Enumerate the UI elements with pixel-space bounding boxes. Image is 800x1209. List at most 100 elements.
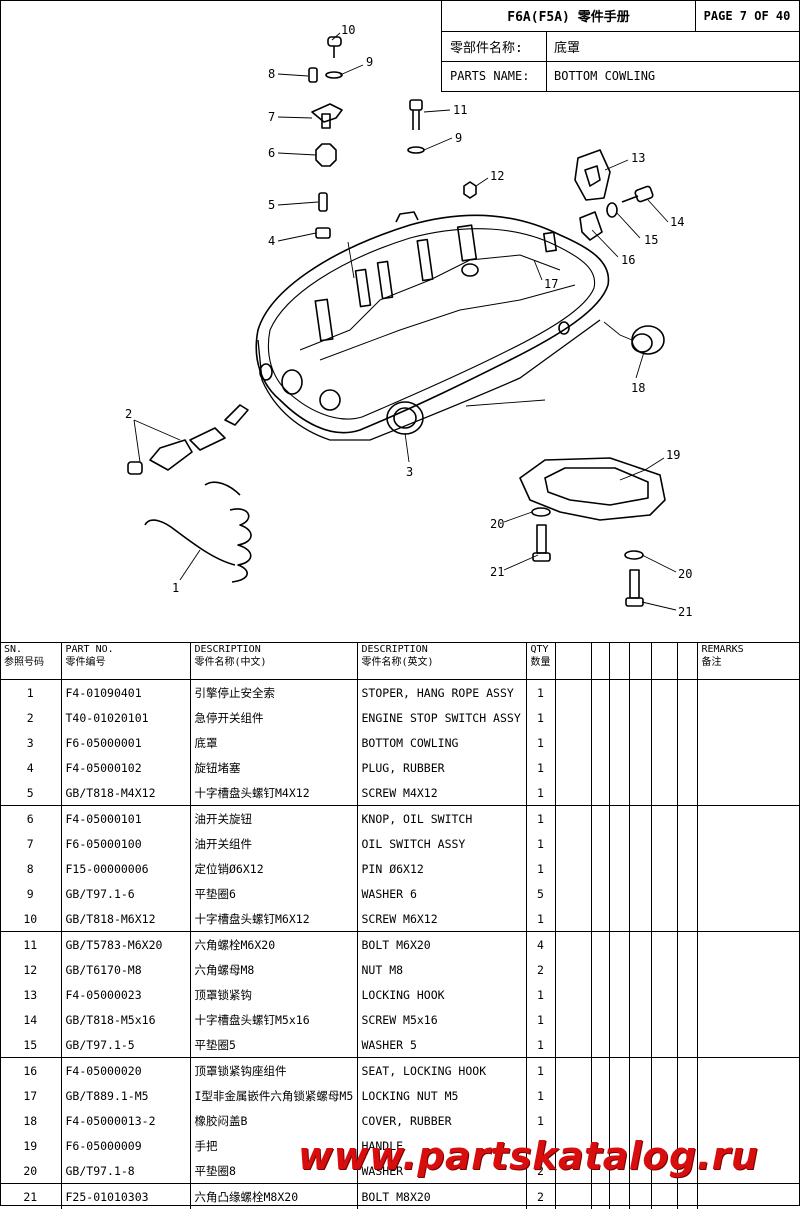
cell-blank bbox=[591, 1058, 609, 1084]
callout-14: 14 bbox=[670, 215, 684, 229]
cell-blank bbox=[629, 982, 651, 1007]
cell-blank bbox=[555, 780, 591, 806]
cell-qty: 1 bbox=[526, 1108, 555, 1133]
cell-part-no: GB/T889.1-M5 bbox=[61, 1083, 190, 1108]
callout-10: 10 bbox=[341, 23, 355, 37]
cell-blank bbox=[677, 957, 697, 982]
cell-blank bbox=[591, 1032, 609, 1058]
cell-blank bbox=[591, 680, 609, 706]
cell-desc-en: ENGINE STOP SWITCH ASSY bbox=[357, 705, 526, 730]
cell-desc-cn: 定位销Ø6X12 bbox=[190, 856, 357, 881]
cell-blank bbox=[555, 881, 591, 906]
cell-blank bbox=[591, 881, 609, 906]
cell-blank bbox=[609, 1108, 629, 1133]
cell-qty: 1 bbox=[526, 856, 555, 881]
cell-sn: 14 bbox=[0, 1007, 61, 1032]
cell-blank bbox=[555, 831, 591, 856]
cell-blank bbox=[609, 755, 629, 780]
cell-qty: 1 bbox=[526, 780, 555, 806]
cell-blank bbox=[609, 806, 629, 832]
cell-part-no: F4-01090401 bbox=[61, 680, 190, 706]
cell-blank bbox=[651, 730, 677, 755]
cell-blank bbox=[677, 982, 697, 1007]
cell-desc-cn: 六角凸缘螺栓M8X20 bbox=[190, 1184, 357, 1209]
cell-part-no: GB/T97.1-5 bbox=[61, 1032, 190, 1058]
cell-blank bbox=[591, 906, 609, 932]
cell-blank bbox=[629, 932, 651, 958]
cell-blank bbox=[651, 906, 677, 932]
cell-part-no: GB/T6170-M8 bbox=[61, 957, 190, 982]
cell-remarks bbox=[697, 755, 799, 780]
cell-blank bbox=[651, 932, 677, 958]
cell-blank bbox=[677, 1007, 697, 1032]
cell-blank bbox=[629, 755, 651, 780]
cell-desc-en: LOCKING NUT M5 bbox=[357, 1083, 526, 1108]
cell-blank bbox=[591, 780, 609, 806]
cell-desc-en: LOCKING HOOK bbox=[357, 982, 526, 1007]
cell-desc-cn: 六角螺母M8 bbox=[190, 957, 357, 982]
cell-qty: 1 bbox=[526, 906, 555, 932]
cell-qty: 5 bbox=[526, 881, 555, 906]
cell-blank bbox=[591, 705, 609, 730]
cell-blank bbox=[591, 1007, 609, 1032]
cell-desc-en: PLUG, RUBBER bbox=[357, 755, 526, 780]
cell-part-no: GB/T5783-M6X20 bbox=[61, 932, 190, 958]
cell-blank bbox=[677, 856, 697, 881]
cell-blank bbox=[609, 1007, 629, 1032]
cell-part-no: F4-05000020 bbox=[61, 1058, 190, 1084]
cell-desc-en: PIN Ø6X12 bbox=[357, 856, 526, 881]
cell-blank bbox=[629, 881, 651, 906]
cell-blank bbox=[651, 780, 677, 806]
cell-desc-cn: 平垫圈5 bbox=[190, 1032, 357, 1058]
cell-sn: 11 bbox=[0, 932, 61, 958]
cell-part-no: GB/T818-M6X12 bbox=[61, 906, 190, 932]
cell-blank bbox=[555, 1083, 591, 1108]
cell-blank bbox=[609, 1058, 629, 1084]
cell-blank bbox=[677, 680, 697, 706]
cell-qty: 1 bbox=[526, 680, 555, 706]
cell-remarks bbox=[697, 881, 799, 906]
callout-20: 20 bbox=[490, 517, 504, 531]
cell-blank bbox=[609, 680, 629, 706]
callout-9b: 9 bbox=[455, 131, 462, 145]
callout-18: 18 bbox=[631, 381, 645, 395]
cell-part-no: F6-05000001 bbox=[61, 730, 190, 755]
cell-blank bbox=[609, 831, 629, 856]
cell-blank bbox=[629, 1032, 651, 1058]
cell-blank bbox=[591, 982, 609, 1007]
cell-blank bbox=[677, 1184, 697, 1209]
cell-desc-cn: 平垫圈6 bbox=[190, 881, 357, 906]
cell-sn: 5 bbox=[0, 780, 61, 806]
cell-blank bbox=[651, 1184, 677, 1209]
cell-part-no: F25-01010303 bbox=[61, 1184, 190, 1209]
cell-desc-en: COVER, RUBBER bbox=[357, 1108, 526, 1133]
cell-part-no: GB/T97.1-6 bbox=[61, 881, 190, 906]
cell-blank bbox=[555, 806, 591, 832]
cell-remarks bbox=[697, 1184, 799, 1209]
cell-qty: 1 bbox=[526, 1083, 555, 1108]
cell-blank bbox=[591, 1108, 609, 1133]
cell-blank bbox=[555, 906, 591, 932]
callout-2: 2 bbox=[125, 407, 132, 421]
cell-part-no: F4-05000101 bbox=[61, 806, 190, 832]
cell-sn: 4 bbox=[0, 755, 61, 780]
cell-blank bbox=[677, 730, 697, 755]
cell-desc-en: OIL SWITCH ASSY bbox=[357, 831, 526, 856]
cell-remarks bbox=[697, 680, 799, 706]
cell-desc-cn: 引擎停止安全索 bbox=[190, 680, 357, 706]
cell-desc-cn: 油开关组件 bbox=[190, 831, 357, 856]
cell-blank bbox=[591, 831, 609, 856]
cell-desc-en: STOPER, HANG ROPE ASSY bbox=[357, 680, 526, 706]
